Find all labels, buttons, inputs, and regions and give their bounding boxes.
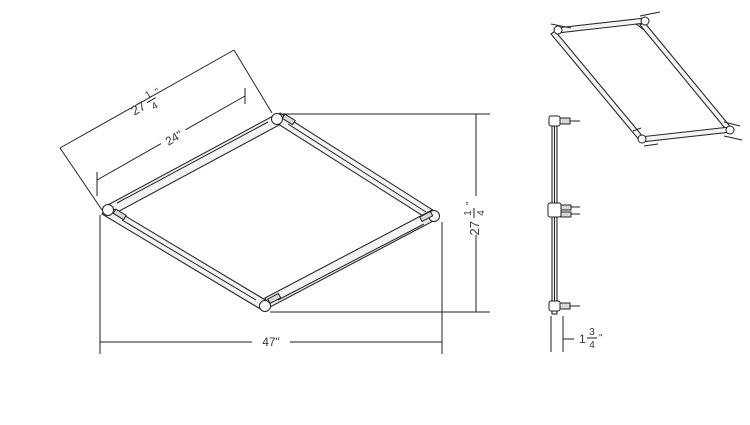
iso-rail-top — [555, 17, 647, 34]
iso-corner-bottom-left — [632, 127, 659, 147]
dim-width-label: 47" — [262, 335, 280, 349]
frame-rail-top-right — [274, 112, 437, 222]
corner-joint-top — [271, 113, 283, 125]
side-bracket-top — [548, 115, 580, 127]
connector-sleeve — [112, 208, 127, 221]
iso-corner-top-left — [550, 23, 572, 35]
dim-depth-unit: " — [599, 333, 603, 344]
iso-rail-right — [639, 21, 734, 134]
dim-outer-numerator: 1 — [143, 89, 154, 102]
connector-sleeve — [267, 292, 282, 305]
isometric-view — [550, 11, 743, 147]
dim-depth-numerator: 3 — [589, 327, 595, 338]
dimension-outer-diagonal: 27 1 4 " — [59, 49, 273, 211]
side-view: 1 3 4 " — [547, 115, 603, 352]
dimension-width: 47" — [99, 215, 443, 354]
dimension-depth: 1 3 4 " — [550, 316, 603, 352]
dim-outer-whole: 27 — [128, 98, 148, 118]
dim-outer-unit: " — [154, 86, 163, 98]
connector-sleeve — [419, 210, 434, 223]
dim-height-denominator: 4 — [476, 210, 487, 216]
dim-depth-denominator: 4 — [589, 340, 595, 351]
side-bracket-middle — [547, 202, 580, 218]
iso-rail-bottom — [639, 126, 732, 143]
corner-joint-left — [102, 204, 114, 216]
connector-sleeve — [281, 113, 296, 126]
dimension-inner-diagonal: 24" — [96, 88, 246, 196]
dim-height-unit: " — [465, 201, 476, 205]
dim-height-numerator: 1 — [463, 210, 474, 216]
dimension-height: 27 1 4 " — [270, 113, 490, 313]
dim-outer-denominator: 4 — [150, 100, 161, 113]
dim-depth-whole: 1 — [579, 332, 586, 346]
corner-joint-bottom — [259, 300, 271, 312]
iso-corner-bottom-right — [723, 121, 743, 141]
dim-height-whole: 27 — [467, 221, 482, 235]
frame-rail-bottom-left — [101, 204, 268, 311]
front-view: 27 1 4 " 24" 27 1 4 — [59, 49, 490, 354]
side-bracket-bottom — [548, 300, 580, 312]
frame-rail-top-left — [103, 114, 282, 217]
iso-corner-top-right — [635, 11, 661, 31]
frame-rail-bottom-right — [264, 209, 438, 308]
